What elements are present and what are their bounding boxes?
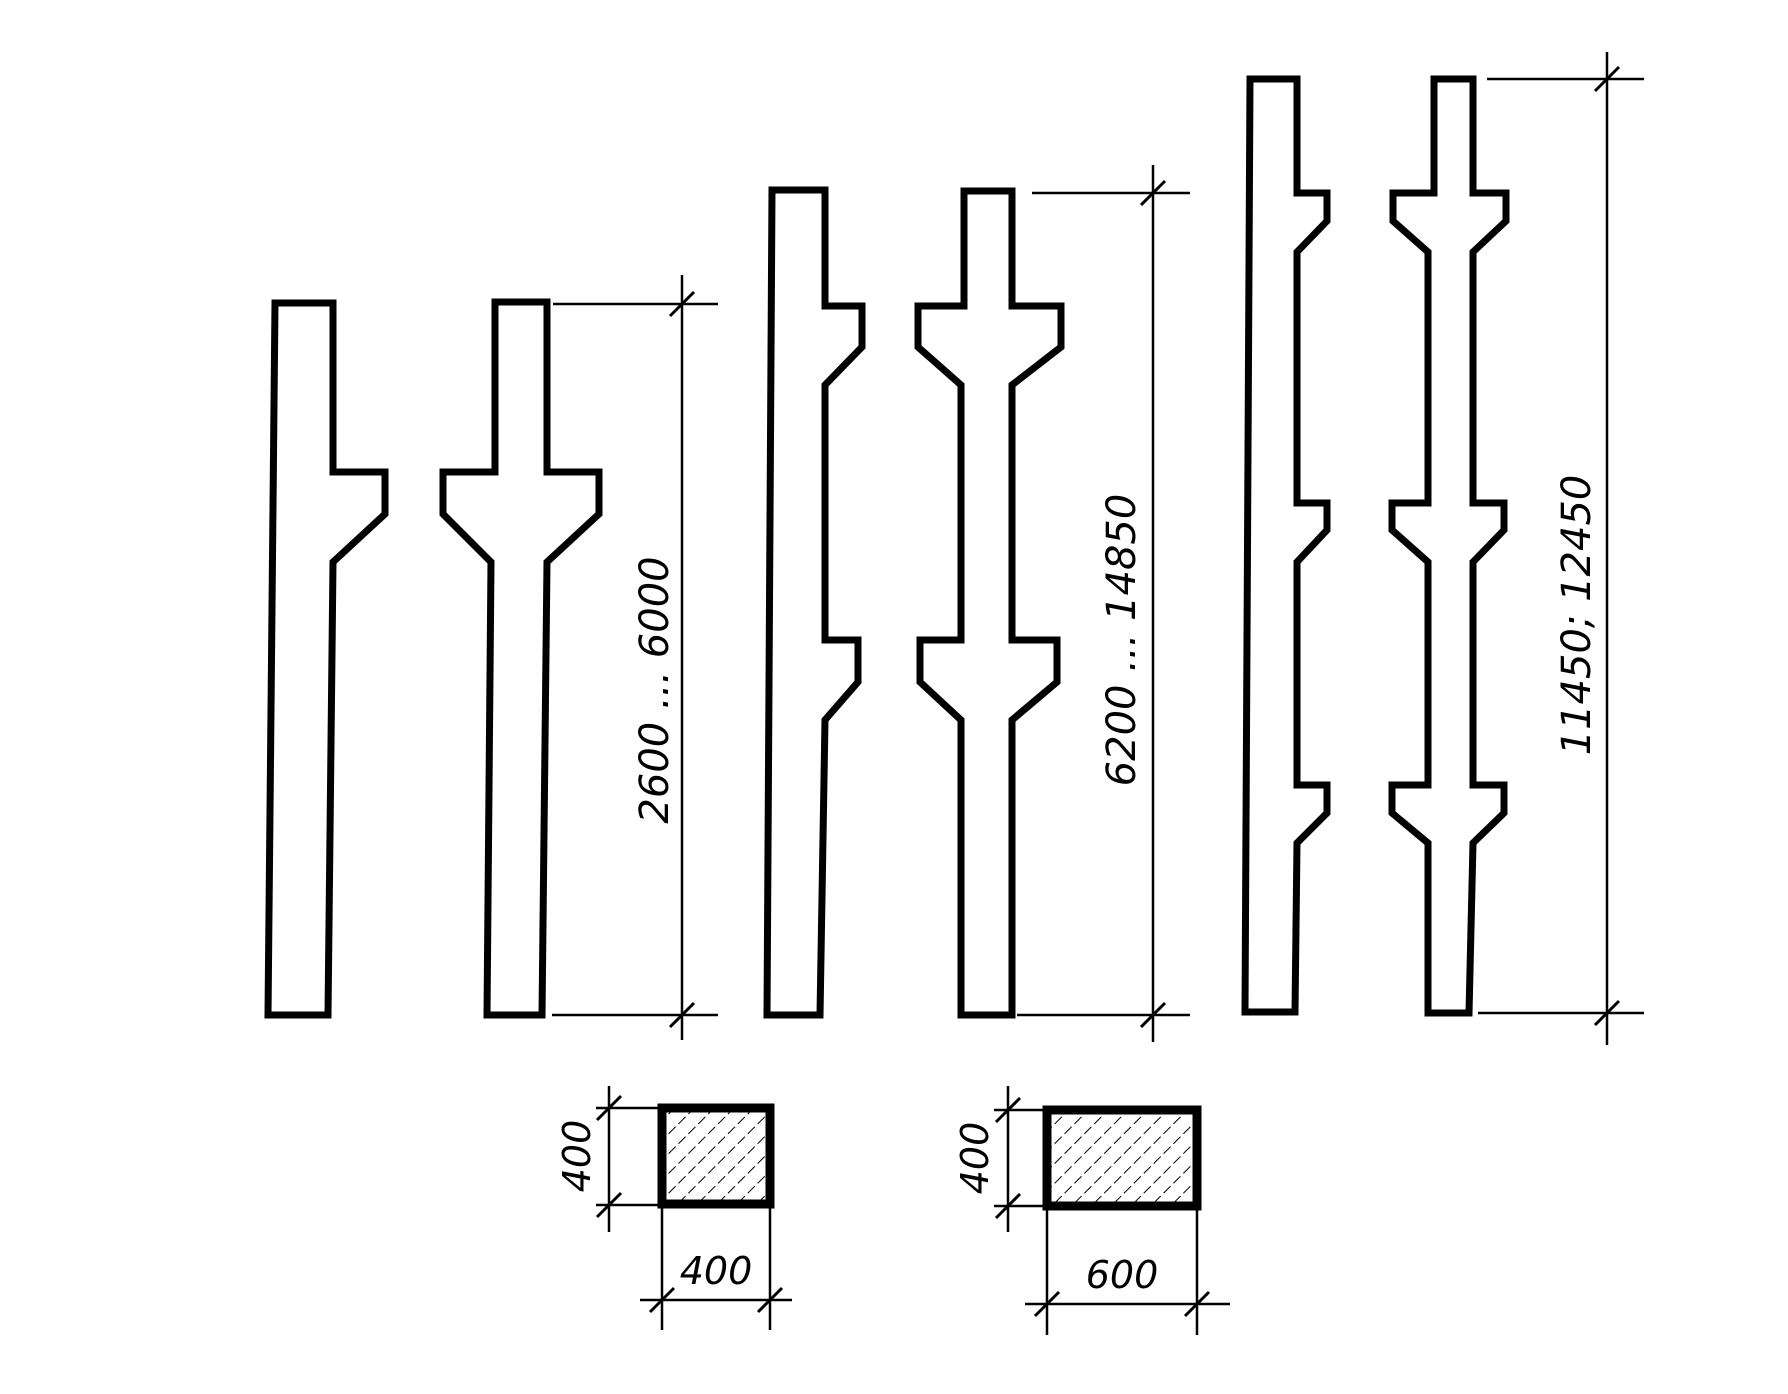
- section2-width-label: 600: [1086, 1253, 1159, 1297]
- column-two-sided-two-tier: [914, 187, 1065, 1019]
- height-dimension-group1: 2600 ... 6000: [552, 275, 718, 1040]
- height-label-group3: 11450; 12450: [1554, 475, 1600, 756]
- cross-section-square: 400 400: [555, 1086, 792, 1330]
- height-label-group1: 2600 ... 6000: [632, 556, 678, 823]
- height-dimension-group2: 6200 ... 14850: [1017, 165, 1190, 1042]
- section1-height-label: 400: [555, 1120, 599, 1193]
- height-dimension-group3: 11450; 12450: [1478, 52, 1644, 1045]
- column-two-sided-three-tier: [1388, 75, 1510, 1017]
- column-one-sided-three-tier: [1241, 75, 1331, 1016]
- height-label-group2: 6200 ... 14850: [1099, 494, 1145, 787]
- section2-height-label: 400: [953, 1122, 997, 1195]
- cross-section-rectangular: 400 600: [953, 1086, 1230, 1335]
- column-one-sided-two-tier: [763, 186, 866, 1019]
- section1-width-label: 400: [680, 1249, 753, 1293]
- column-one-sided-one-tier: [264, 299, 389, 1019]
- column-two-sided-one-tier: [439, 298, 603, 1019]
